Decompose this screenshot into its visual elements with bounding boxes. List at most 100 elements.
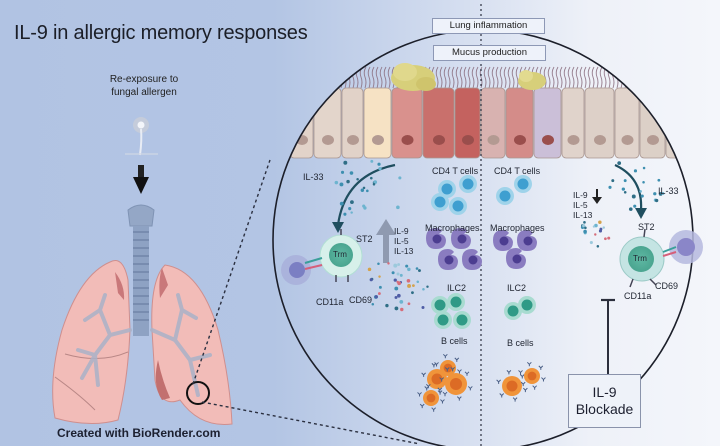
epithelial-cell xyxy=(561,87,585,159)
airway-epithelium xyxy=(273,87,693,159)
fungal-allergen-icon xyxy=(125,117,158,156)
cytokine-il13: IL-13 xyxy=(573,210,593,220)
mucus-icon xyxy=(391,63,546,91)
exposure-label-line1: Re-exposure to xyxy=(109,74,179,85)
antibody xyxy=(450,367,456,372)
epithelial-cell xyxy=(341,87,364,159)
credit-text: Created with BioRender.com xyxy=(57,426,221,440)
antibody xyxy=(440,399,445,404)
ilc2-label-left: ILC2 xyxy=(447,283,467,293)
antibody xyxy=(496,379,501,384)
antibody xyxy=(434,362,439,367)
antibody xyxy=(506,369,512,375)
exposure-label-line2: fungal allergen xyxy=(111,87,177,98)
dendritic-cell-right xyxy=(662,230,703,264)
antibody xyxy=(442,353,448,359)
epithelial-cell xyxy=(614,87,640,159)
antibody xyxy=(464,371,470,376)
antibody xyxy=(499,393,505,398)
antibody xyxy=(532,385,538,390)
antibody xyxy=(518,370,523,375)
trm-label-right: Trm xyxy=(633,254,647,263)
bcells-label-right: B cells xyxy=(507,338,534,348)
cell-nucleus xyxy=(514,135,526,145)
antibody xyxy=(523,387,528,393)
antibody xyxy=(519,374,525,379)
inhibition-line xyxy=(601,298,615,374)
cell-nucleus xyxy=(433,135,445,145)
epithelial-cell xyxy=(480,87,506,159)
epithelial-cell xyxy=(363,87,392,159)
antibody xyxy=(520,381,526,387)
cd11a-label-right: CD11a xyxy=(624,291,652,301)
right-lung-icon xyxy=(150,264,233,425)
epithelial-cell xyxy=(273,87,290,159)
cell-nucleus xyxy=(594,135,606,145)
antibody xyxy=(457,369,462,374)
blockade-line1: IL-9 xyxy=(592,384,617,400)
cell-nucleus xyxy=(274,135,286,145)
cytokine-il5: IL-5 xyxy=(394,236,409,246)
trm-cell-right xyxy=(619,228,665,288)
cd11a-label-left: CD11a xyxy=(316,297,344,307)
cell-nucleus xyxy=(347,135,359,145)
epithelial-cilia xyxy=(273,66,693,89)
cd69-label-left: CD69 xyxy=(349,295,373,305)
cell-nucleus xyxy=(542,135,554,145)
antibody xyxy=(512,397,518,402)
antibody xyxy=(454,357,460,362)
cell-nucleus xyxy=(322,135,334,145)
antibody xyxy=(431,362,437,368)
antibody xyxy=(437,387,443,392)
antibody xyxy=(538,365,544,370)
cell-nucleus xyxy=(647,135,659,145)
zoom-region-marker xyxy=(186,381,210,405)
cell-nucleus xyxy=(401,135,414,145)
cell-nucleus xyxy=(672,135,684,145)
cytokine-il9: IL-9 xyxy=(394,226,409,236)
cd4-label-left: CD4 T cells xyxy=(432,166,479,176)
cytokine-list-right: IL-9 IL-5 IL-13 xyxy=(573,190,592,220)
antibody xyxy=(444,367,450,372)
epithelial-cell xyxy=(454,87,481,159)
epithelial-cell xyxy=(689,87,693,159)
epithelial-cell xyxy=(584,87,615,159)
trachea-icon xyxy=(127,204,155,336)
epithelial-cell xyxy=(665,87,690,159)
st2-label-right: ST2 xyxy=(638,222,655,232)
cd4-label-right: CD4 T cells xyxy=(494,166,541,176)
epithelial-cell xyxy=(533,87,562,159)
cell-nucleus xyxy=(372,135,384,145)
zoom-callout-lines xyxy=(192,159,421,445)
il9-blockade-box: IL-9 Blockade xyxy=(568,374,641,428)
il33-arrow-right xyxy=(614,164,643,211)
trm-label-left: Trm xyxy=(333,250,347,259)
bcells-label-left: B cells xyxy=(441,336,468,346)
cytokine-il5: IL-5 xyxy=(573,200,588,210)
cell-nucleus xyxy=(487,135,500,145)
cd69-label-right: CD69 xyxy=(655,281,679,291)
cytokine-il9: IL-9 xyxy=(573,190,588,200)
antibody xyxy=(526,361,532,367)
exposure-label: Re-exposure to fungal allergen xyxy=(104,73,184,99)
il33-arrow-left xyxy=(336,163,396,226)
macrophages-label-right: Macrophages xyxy=(490,223,545,233)
figure-title: IL-9 in allergic memory responses xyxy=(14,22,308,44)
cell-nucleus xyxy=(462,135,474,145)
antibody xyxy=(439,377,445,382)
il33-label-right: IL-33 xyxy=(658,186,679,196)
left-lung-icon xyxy=(52,260,132,425)
ilc2-label-right: ILC2 xyxy=(507,283,527,293)
antibody xyxy=(421,372,426,377)
immune-cells xyxy=(417,175,546,412)
epithelial-cell xyxy=(505,87,534,159)
antibody xyxy=(417,392,422,397)
cytokine-up-arrow-icon xyxy=(376,219,396,263)
cytokine-il13: IL-13 xyxy=(394,246,414,256)
antibody xyxy=(437,390,443,395)
st2-label-left: ST2 xyxy=(356,234,373,244)
cytokine-down-arrow-icon xyxy=(592,189,602,204)
down-arrow-icon xyxy=(133,165,149,194)
antibody xyxy=(541,377,546,382)
